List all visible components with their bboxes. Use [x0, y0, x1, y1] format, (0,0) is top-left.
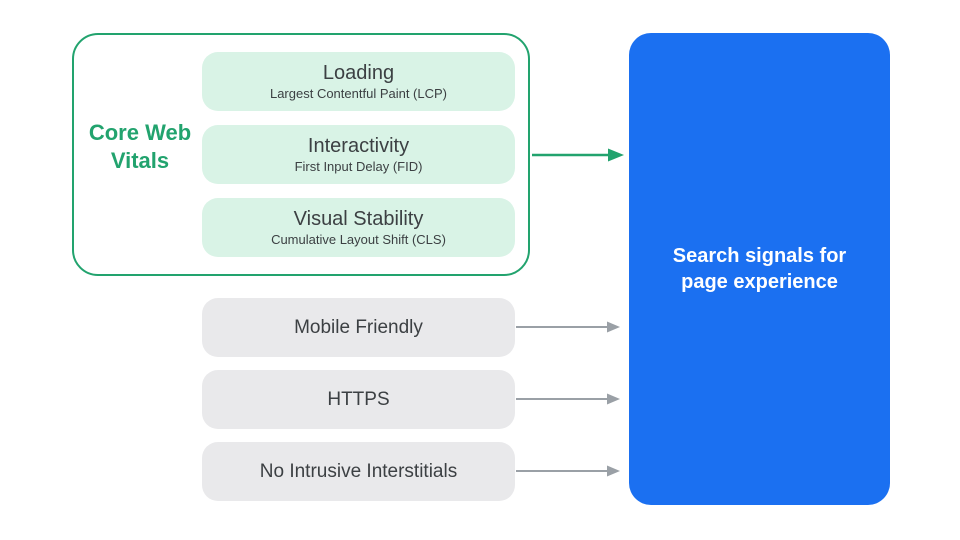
signal-label: Mobile Friendly — [294, 316, 423, 338]
cwv-item-subtitle: Cumulative Layout Shift (CLS) — [271, 232, 446, 247]
search-signals-panel: Search signals for page experience — [629, 33, 890, 505]
signal-label: HTTPS — [327, 388, 390, 410]
signal-no-intrusive-interstitials: No Intrusive Interstitials — [202, 442, 515, 501]
gray-arrow-icon — [516, 393, 620, 405]
cwv-item-title: Visual Stability — [293, 208, 424, 230]
signal-https: HTTPS — [202, 370, 515, 429]
core-web-vitals-label: Core Web Vitals — [88, 120, 192, 173]
cwv-item-subtitle: Largest Contentful Paint (LCP) — [269, 86, 448, 101]
search-signals-label: Search signals for page experience — [672, 245, 847, 293]
cwv-item-title: Interactivity — [307, 135, 410, 157]
gray-arrow-icon — [516, 321, 620, 333]
cwv-item-visual-stability: Visual Stability Cumulative Layout Shift… — [202, 198, 515, 257]
green-arrow-icon — [532, 148, 624, 162]
cwv-item-title: Loading — [322, 62, 395, 84]
cwv-item-subtitle: First Input Delay (FID) — [294, 159, 423, 174]
signal-mobile-friendly: Mobile Friendly — [202, 298, 515, 357]
gray-arrow-icon — [516, 465, 620, 477]
signal-label: No Intrusive Interstitials — [259, 460, 458, 482]
cwv-item-interactivity: Interactivity First Input Delay (FID) — [202, 125, 515, 184]
cwv-item-loading: Loading Largest Contentful Paint (LCP) — [202, 52, 515, 111]
